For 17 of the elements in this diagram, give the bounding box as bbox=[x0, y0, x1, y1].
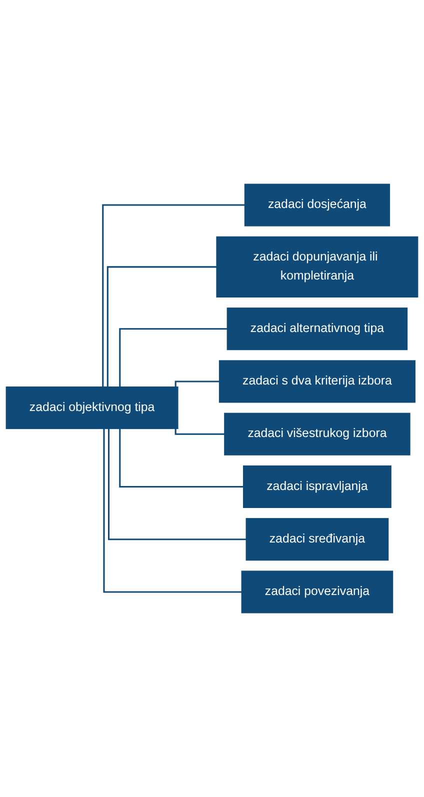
node-box: zadaci s dva kriterija izbora bbox=[218, 360, 416, 403]
node-box: zadaci alternativnog tipa bbox=[226, 308, 408, 350]
connector bbox=[108, 428, 246, 540]
connector bbox=[102, 204, 245, 387]
node-box: zadaci dosjećanja bbox=[244, 184, 390, 226]
connector bbox=[119, 328, 228, 387]
node-box: zadaci objektivnog tipa bbox=[6, 386, 178, 430]
connector bbox=[119, 428, 244, 488]
node-box: zadaci sređivanja bbox=[246, 518, 389, 561]
connector bbox=[174, 380, 220, 387]
connector bbox=[103, 428, 242, 593]
node-box: zadaci ispravljanja bbox=[243, 465, 392, 508]
node-box: zadaci povezivanja bbox=[241, 570, 394, 614]
connector bbox=[174, 428, 224, 435]
node-box: zadaci višestrukog izbora bbox=[224, 412, 410, 456]
node-box: zadaci dopunjavanja ili kompletiranja bbox=[216, 236, 418, 298]
connector bbox=[106, 266, 217, 387]
